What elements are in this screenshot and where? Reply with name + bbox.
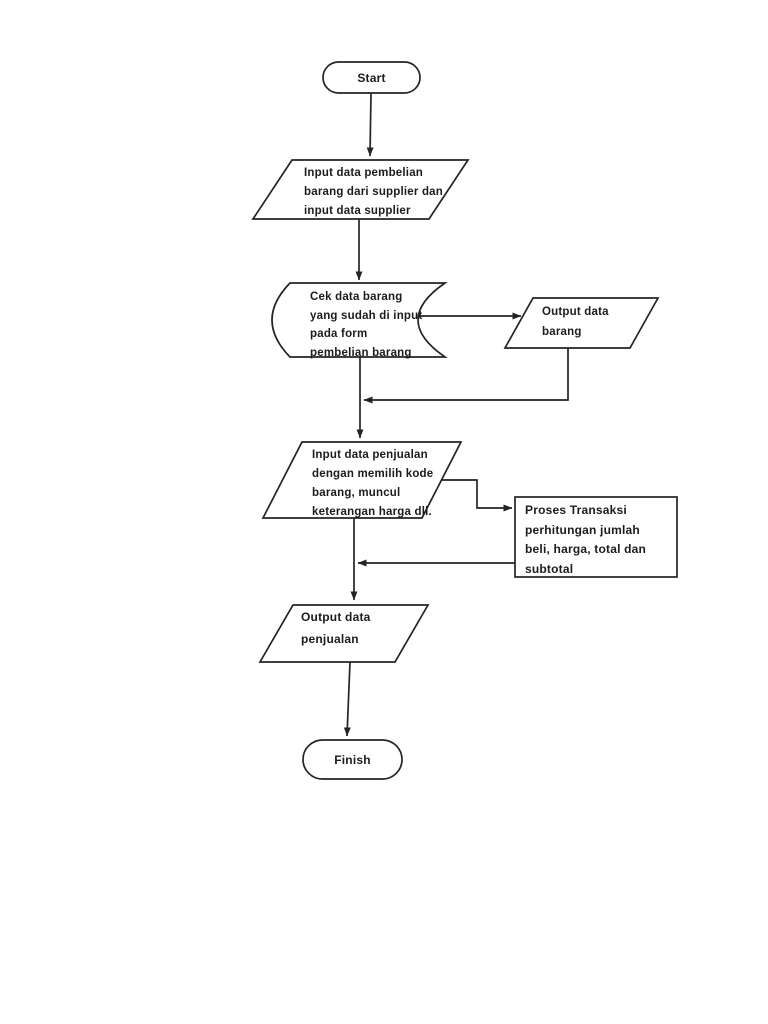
arrow-to-finish [343, 661, 351, 737]
start-terminator-shape [322, 61, 421, 94]
finish-label: Finish [334, 752, 371, 767]
input-pembelian-label: Input data pembelian barang dari supplie… [304, 167, 443, 217]
arrow-input-penjualan-to-proses [441, 479, 513, 512]
cek-data-barang-label: Cek data barang yang sudah di input pada… [310, 291, 423, 359]
output-penjualan-label: Output data penjualan [301, 610, 371, 646]
start-label: Start [357, 70, 386, 85]
finish-terminator-shape [302, 739, 403, 780]
proses-transaksi-label: Proses Transaksi perhitungan jumlah beli… [525, 503, 647, 576]
output-penjualan-shape [258, 604, 430, 663]
input-penjualan-label: Input data penjualan dengan memilih kode… [312, 449, 434, 518]
arrow-output-barang-return [363, 348, 569, 404]
output-barang-label: Output data barang [542, 306, 609, 338]
proses-transaksi-shape [514, 496, 678, 578]
cek-data-barang-shape [271, 282, 448, 358]
arrow-start-to-input-pembelian [366, 92, 374, 157]
input-penjualan-shape [261, 441, 463, 519]
input-pembelian-shape [251, 159, 470, 220]
output-barang-shape [503, 297, 660, 349]
